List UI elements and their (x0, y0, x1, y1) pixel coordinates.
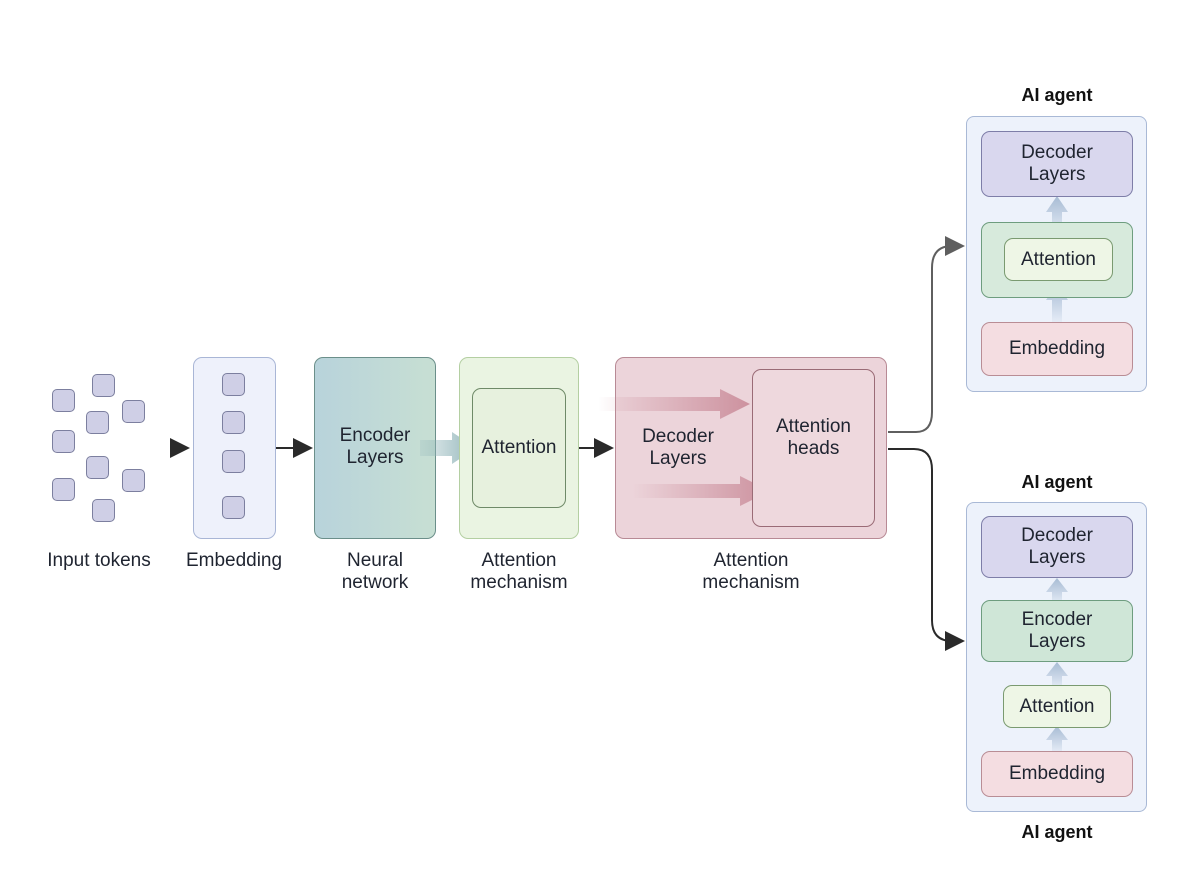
bottom-agent-title-below: AI agent (1021, 822, 1093, 842)
bottom-agent-attention-box: Attention (1003, 685, 1111, 728)
embedding-caption: Embedding (185, 550, 283, 571)
attention-label: Attention (481, 437, 557, 458)
bottom-agent-decoder-layers: Decoder Layers (981, 516, 1133, 578)
token (92, 374, 115, 397)
token (52, 478, 75, 501)
token (86, 411, 109, 434)
input-tokens-caption: Input tokens (47, 550, 151, 571)
top-agent-embedding-label: Embedding (1008, 338, 1106, 359)
token (92, 499, 115, 522)
embedding-vector-cell (222, 450, 245, 473)
arrow-to-bottom-agent (888, 448, 965, 651)
top-agent-attention-box: Attention (1004, 238, 1113, 281)
embedding-vector-cell (222, 373, 245, 396)
decoder-layers-text-block: Decoder Layers (628, 418, 728, 478)
arrow-to-top-agent (888, 236, 965, 433)
top-agent-title: AI agent (1021, 85, 1093, 105)
token (122, 469, 145, 492)
token (52, 430, 75, 453)
top-agent-decoder-layers: Decoder Layers (981, 131, 1133, 197)
token (86, 456, 109, 479)
encoder-layers-label: Encoder Layers (339, 425, 411, 468)
embedding-vector-cell (222, 496, 245, 519)
attention-mechanism-caption-2: Attention mechanism (702, 550, 800, 593)
top-agent-attention-label: Attention (1021, 248, 1096, 270)
bottom-agent-embedding-label: Embedding (1008, 763, 1106, 784)
top-agent-embedding-box: Embedding (981, 322, 1133, 376)
neural-network-caption: Neural network (341, 550, 409, 593)
bottom-agent-attention-label: Attention (1019, 695, 1095, 717)
attention-mechanism-caption-1: Attention mechanism (470, 550, 568, 593)
embedding-vector-cell (222, 411, 245, 434)
attention-heads-label: Attention heads (776, 415, 851, 459)
attention-heads-box: Attention heads (752, 369, 875, 527)
token (122, 400, 145, 423)
bottom-agent-decoder-label: Decoder Layers (1021, 525, 1093, 568)
token (52, 389, 75, 412)
bottom-agent-encoder-label: Encoder Layers (1021, 609, 1093, 652)
encoder-layers-box: Encoder Layers (314, 357, 436, 539)
bottom-agent-title-above: AI agent (1021, 472, 1093, 492)
top-agent-decoder-label: Decoder Layers (1021, 142, 1093, 185)
bottom-agent-encoder-layers: Encoder Layers (981, 600, 1133, 662)
bottom-agent-embedding-box: Embedding (981, 751, 1133, 797)
decoder-layers-label: Decoder Layers (642, 426, 714, 469)
attention-box: Attention (472, 388, 566, 508)
